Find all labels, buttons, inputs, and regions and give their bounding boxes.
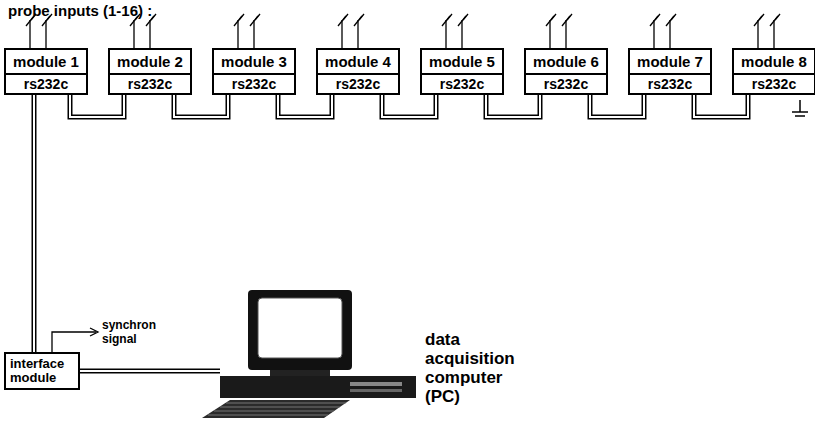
port-label: rs232c <box>110 73 190 93</box>
node-title: module 8 <box>734 50 814 73</box>
node-title: module 4 <box>318 50 398 73</box>
port-label: rs232c <box>526 73 606 93</box>
node-title: module 1 <box>6 50 86 73</box>
module-box: module 4rs232c <box>316 48 400 95</box>
interface-box: interface module <box>4 352 80 390</box>
cable <box>70 95 124 117</box>
module-box: module 3rs232c <box>212 48 296 95</box>
node-title: interface module <box>10 357 74 385</box>
module-box: module 8rs232c <box>732 48 815 95</box>
computer-illustration <box>200 288 420 420</box>
node-title: module 3 <box>214 50 294 73</box>
computer-label: data acquisition computer (PC) <box>425 330 530 406</box>
probe-inputs <box>26 14 780 48</box>
port-label: rs232c <box>6 73 86 93</box>
node-title: module 6 <box>526 50 606 73</box>
cable <box>174 95 228 117</box>
cable <box>34 95 35 352</box>
node-title: module 5 <box>422 50 502 73</box>
port-label: rs232c <box>422 73 502 93</box>
heading-label: probe inputs (1-16) : <box>8 2 308 19</box>
module-box: module 2rs232c <box>108 48 192 95</box>
port-label: rs232c <box>734 73 814 93</box>
synchron-signal-arrow <box>52 328 98 352</box>
cable <box>278 95 332 117</box>
node-title: module 2 <box>110 50 190 73</box>
computer: data acquisition computer (PC) <box>200 288 530 420</box>
cable <box>590 95 644 117</box>
port-label: rs232c <box>630 73 710 93</box>
cable <box>694 95 748 117</box>
module-box: module 7rs232c <box>628 48 712 95</box>
cable <box>486 95 540 117</box>
signal-label: synchron signal <box>102 318 166 346</box>
terminator-symbol <box>792 100 808 116</box>
port-label: rs232c <box>214 73 294 93</box>
cable <box>382 95 436 117</box>
module-box: module 6rs232c <box>524 48 608 95</box>
module-box: module 5rs232c <box>420 48 504 95</box>
node-title: module 7 <box>630 50 710 73</box>
port-label: rs232c <box>318 73 398 93</box>
module-box: module 1rs232c <box>4 48 88 95</box>
cable <box>80 371 220 372</box>
